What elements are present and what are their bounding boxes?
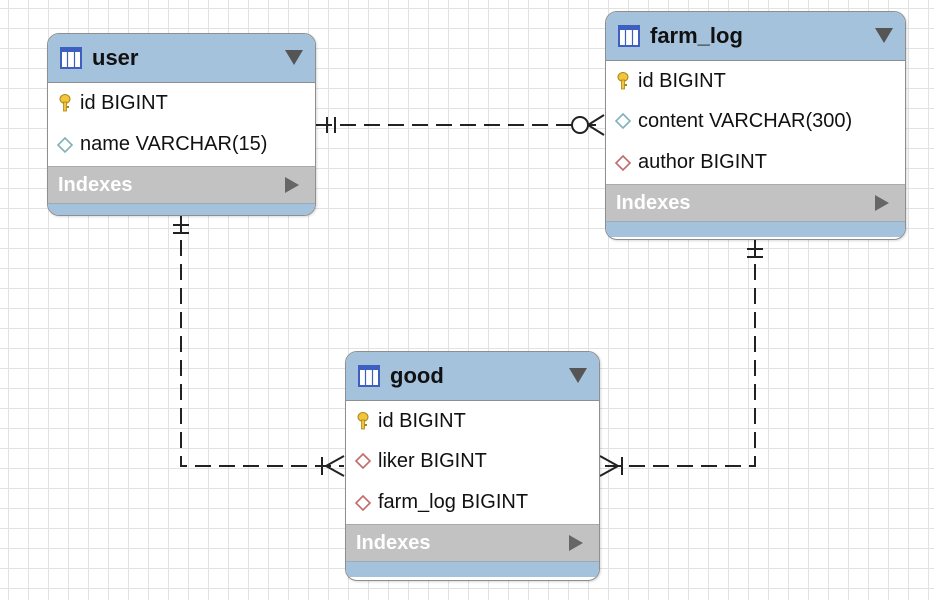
foreign-key-diamond-icon [614,154,632,171]
column-row[interactable]: content VARCHAR(300) [606,101,905,141]
relationship-user-farm_log[interactable] [316,114,605,136]
indexes-label: Indexes [616,191,691,214]
column-label: id BIGINT [378,409,466,432]
indexes-label: Indexes [58,173,133,196]
connector-line [600,240,756,467]
column-row[interactable]: id BIGINT [606,61,905,101]
column-label: content VARCHAR(300) [638,109,853,132]
column-label: id BIGINT [80,91,168,114]
table-footer [48,203,315,215]
table-icon [618,25,640,47]
expand-triangle-icon[interactable] [875,195,889,211]
table-user[interactable]: user id BIGINT name VARCHAR(15) Indexes [47,33,316,216]
zero-mark [571,116,589,134]
column-label: name VARCHAR(15) [80,133,268,155]
column-row[interactable]: id BIGINT [48,83,315,123]
table-title: user [92,45,139,70]
attribute-diamond-icon [56,136,74,153]
indexes-label: Indexes [356,531,431,554]
collapse-triangle-icon[interactable] [875,28,893,43]
connector-line [180,216,344,467]
attribute-diamond-icon [614,112,632,130]
table-icon [60,47,82,69]
table-icon [358,365,380,387]
column-row[interactable]: author BIGINT [606,141,905,184]
table-header[interactable]: farm_log [606,12,905,61]
relationship-user-good[interactable] [173,216,345,477]
collapse-triangle-icon[interactable] [285,50,303,65]
foreign-key-diamond-icon [354,494,372,511]
table-header[interactable]: good [346,352,599,401]
primary-key-icon [617,72,629,90]
indexes-section[interactable]: Indexes [346,524,599,561]
crowfoot-mark [587,114,605,126]
indexes-section[interactable]: Indexes [606,184,905,221]
column-row[interactable]: liker BIGINT [346,441,599,481]
table-farm_log[interactable]: farm_log id BIGINT content VARCHAR(300) … [605,11,906,240]
collapse-triangle-icon[interactable] [569,368,587,383]
column-row[interactable]: farm_log BIGINT [346,481,599,524]
crowfoot-mark [599,455,619,467]
expand-triangle-icon[interactable] [569,535,583,551]
column-label: id BIGINT [638,69,726,92]
table-good[interactable]: good id BIGINT liker BIGINT farm_log BIG… [345,351,600,581]
column-label: author BIGINT [638,151,767,173]
table-footer [606,221,905,237]
crowfoot-mark [325,455,345,467]
primary-key-icon [357,412,369,430]
indexes-section[interactable]: Indexes [48,166,315,203]
column-row[interactable]: name VARCHAR(15) [48,123,315,166]
crowfoot-mark [325,465,345,477]
expand-triangle-icon[interactable] [285,177,299,193]
column-label: farm_log BIGINT [378,491,529,513]
foreign-key-diamond-icon [354,452,372,470]
table-header[interactable]: user [48,34,315,83]
crowfoot-mark [599,465,619,477]
table-footer [346,561,599,577]
column-label: liker BIGINT [378,449,487,472]
primary-key-icon [59,94,71,112]
crowfoot-mark [587,124,605,136]
relationship-farm_log-good[interactable] [599,240,763,477]
table-title: farm_log [650,23,743,48]
table-title: good [390,363,444,388]
column-row[interactable]: id BIGINT [346,401,599,441]
